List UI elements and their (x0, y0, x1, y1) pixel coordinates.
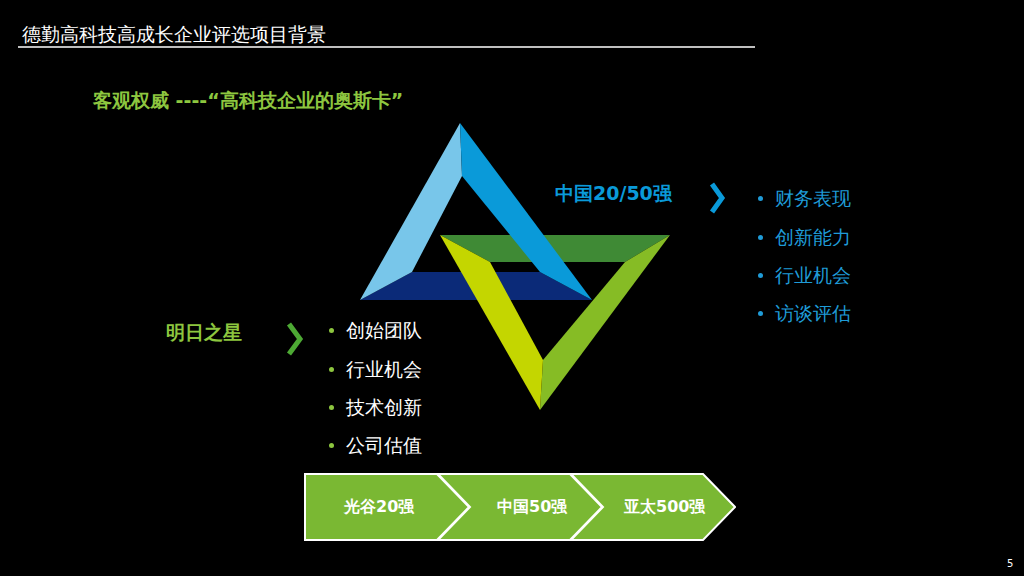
bullet-dot (758, 273, 763, 278)
blue-chevron (712, 184, 722, 212)
label: 明日之星 (166, 320, 242, 346)
bullet-dot (329, 328, 334, 333)
chevron-fill (571, 474, 735, 540)
bullet-dot (758, 311, 763, 316)
bullet-dot (758, 235, 763, 240)
bullet-text: 财务表现 (775, 186, 851, 212)
label: 客观权威 ----“高科技企业的奥斯卡” (93, 88, 403, 114)
bullet-dot (329, 367, 334, 372)
bullet-dot (329, 405, 334, 410)
bullet-text: 行业机会 (346, 357, 422, 383)
bullet-dot (329, 443, 334, 448)
label: 中国20/50强 (555, 181, 672, 207)
bullet-text: 创始团队 (346, 318, 422, 344)
yellowgreen-band (440, 235, 543, 410)
slide-title: 德勤高科技高成长企业评选项目背景 (22, 22, 326, 48)
lightblue-band (360, 123, 462, 300)
bullet-text: 行业机会 (775, 263, 851, 289)
process-chevron: 光谷20强 (304, 473, 470, 541)
step-label: 亚太500强 (624, 497, 705, 518)
process-chevron: 中国50强 (437, 473, 603, 541)
step-label: 光谷20强 (344, 497, 414, 518)
bullet-dot (758, 196, 763, 201)
page-number: 5 (1007, 558, 1013, 569)
chevron-fill (438, 474, 602, 540)
step-label: 中国50强 (497, 497, 567, 518)
green-chevron (289, 324, 300, 354)
bullet-text: 公司估值 (346, 433, 422, 459)
bullet-text: 创新能力 (775, 225, 851, 251)
process-chevron: 亚太500强 (570, 473, 736, 541)
chevron-fill (305, 474, 469, 540)
lime-band (540, 235, 670, 410)
bullet-text: 访谈评估 (775, 301, 851, 327)
title-underline (18, 46, 755, 48)
bullet-text: 技术创新 (346, 395, 422, 421)
